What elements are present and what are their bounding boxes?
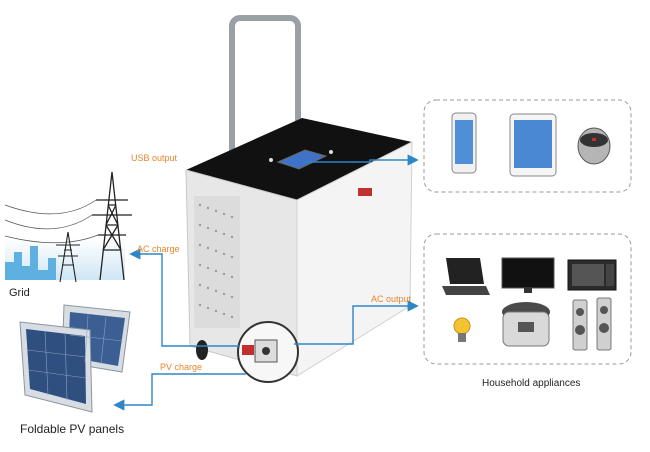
wheel: [196, 340, 208, 360]
grid-caption: Grid: [9, 287, 30, 299]
ac-output-arrow: [294, 300, 419, 345]
microwave-icon: [567, 259, 617, 291]
brand-logo: [358, 188, 372, 196]
tower-speakers-icon: [572, 297, 612, 351]
pv-charge-label: PV charge: [160, 362, 203, 372]
tablet-icon: [509, 113, 557, 177]
usb-devices-box: [423, 99, 632, 193]
tv-icon: [501, 257, 555, 293]
usb-output-label: USB output: [131, 153, 178, 163]
pv-panels-caption: Foldable PV panels: [20, 422, 125, 436]
household-caption: Household appliances: [482, 378, 581, 389]
rice-cooker-icon: [502, 302, 550, 347]
ac-devices-box: [423, 233, 632, 365]
grid-illustration: [4, 171, 132, 283]
power-station-unit: [185, 15, 413, 383]
bulb-icon: [453, 317, 471, 342]
phone-icon: [451, 112, 477, 174]
speaker-icon: [577, 127, 611, 165]
laptop-icon: [442, 258, 490, 295]
pv-charge-arrow: [113, 373, 246, 411]
vent-grille: [198, 203, 234, 319]
pylon-icon: [92, 171, 132, 281]
ac-charge-arrow: [129, 248, 240, 347]
pylon-small-icon: [56, 231, 80, 283]
ac-output-label: AC output: [371, 294, 412, 304]
display-screen: [276, 149, 328, 170]
ac-charge-label: AC charge: [137, 244, 180, 254]
usb-output-arrow: [305, 154, 419, 166]
pv-panels-illustration: [19, 304, 131, 413]
